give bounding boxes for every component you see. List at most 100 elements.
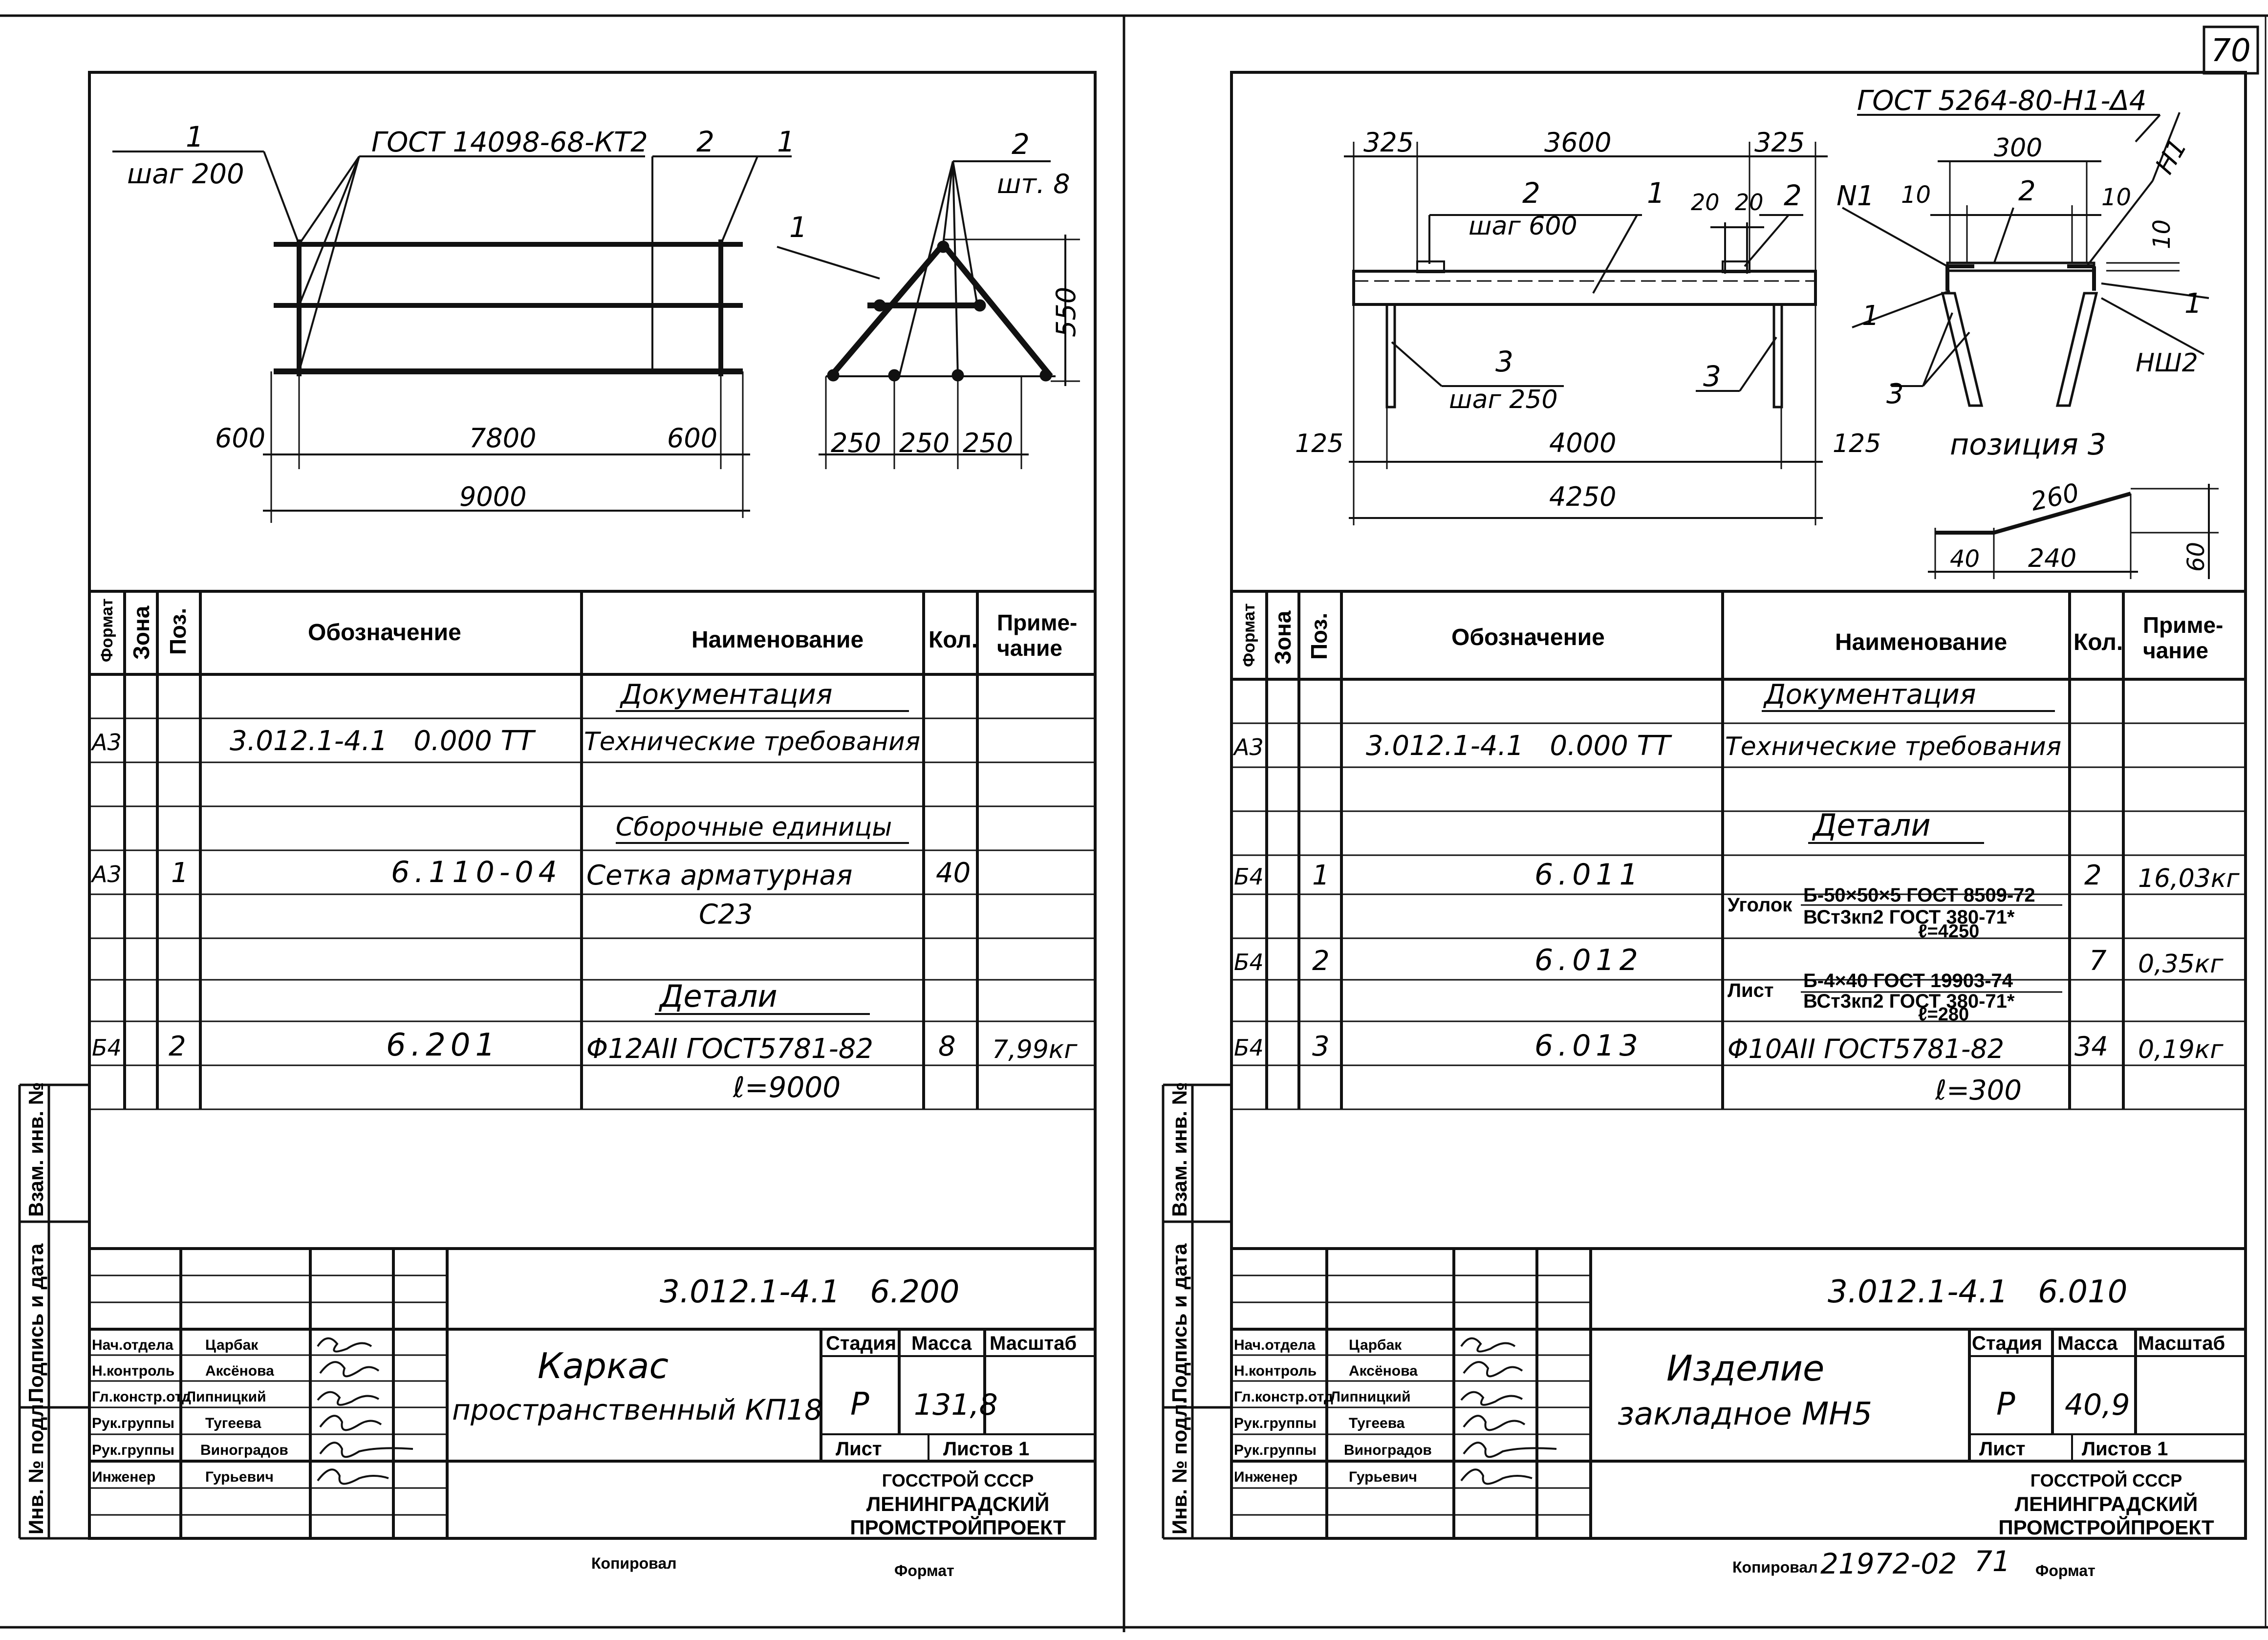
doc-code-right: 3.012.1-4.1 0.000 ТТ bbox=[1366, 730, 1672, 762]
role-0-left: Нач.отдела bbox=[92, 1337, 173, 1353]
r2-name-bottom: ВСт3кп2 ГОСТ 380-71* bbox=[1803, 991, 2015, 1012]
format-right: Формат bbox=[2035, 1562, 2095, 1579]
left-title-block-lines bbox=[89, 1247, 1095, 1538]
unit-name: Сетка арматурная bbox=[586, 860, 852, 891]
dim-300: 300 bbox=[1994, 133, 2042, 163]
stage-value-left: Р bbox=[850, 1386, 869, 1423]
dim-125a: 125 bbox=[1295, 429, 1343, 458]
r2-pos: 2 bbox=[1312, 945, 1330, 977]
role-2-right: Гл.констр.отд bbox=[1234, 1389, 1333, 1405]
pos1-n1-left: 1 bbox=[1862, 300, 1879, 332]
name-4-right: Виноградов bbox=[1344, 1442, 1432, 1458]
mass-value-left: 131,8 bbox=[914, 1388, 998, 1422]
part-name2: ℓ=9000 bbox=[733, 1071, 841, 1104]
dim-325a: 325 bbox=[1363, 127, 1414, 158]
title-code-left: 3.012.1-4.1 6.200 bbox=[660, 1274, 959, 1310]
r1-prefix: Уголок bbox=[1728, 894, 1793, 916]
step600: шаг 600 bbox=[1469, 212, 1577, 241]
scale-label-right: Масштаб bbox=[2138, 1333, 2225, 1354]
sheet-no-right: 71 bbox=[1974, 1545, 2010, 1578]
pos2-label-left: 2 bbox=[696, 125, 714, 158]
dim-40: 40 bbox=[1950, 545, 1980, 573]
mass-label-right: Масса bbox=[2057, 1333, 2118, 1354]
part-code: 6.201 bbox=[386, 1027, 500, 1063]
title-code-right: 3.012.1-4.1 6.010 bbox=[1828, 1274, 2127, 1310]
copied-right: Копировал bbox=[1732, 1558, 1818, 1576]
pos1-label-left: 1 bbox=[186, 120, 204, 153]
pos3-detail-label: позиция 3 bbox=[1950, 428, 2106, 462]
stage-value-right: Р bbox=[1996, 1386, 2015, 1423]
sheets-label-left: Листов 1 bbox=[943, 1438, 1029, 1460]
pos1b-label-left: 1 bbox=[777, 125, 795, 158]
left-elevation-drawing bbox=[112, 151, 792, 523]
section-docs: Документация bbox=[619, 679, 832, 711]
part-pos: 2 bbox=[169, 1031, 186, 1062]
sheet-label-right: Лист bbox=[1979, 1438, 2026, 1460]
dim-125b: 125 bbox=[1833, 429, 1881, 458]
dim-60: 60 bbox=[2182, 542, 2210, 572]
r3-format: Б4 bbox=[1234, 1035, 1264, 1061]
r2-qty: 7 bbox=[2089, 945, 2107, 977]
pos3-n1: 3 bbox=[1886, 378, 1904, 410]
right-elevation-drawing bbox=[1344, 142, 1828, 525]
role-3-left: Рук.группы bbox=[92, 1415, 174, 1431]
right-sheet: Взам. инв. № Подпись и дата Инв. № подл. bbox=[1162, 71, 2247, 1580]
r3-qty: 34 bbox=[2074, 1031, 2108, 1062]
pos1-right: 1 bbox=[1647, 176, 1665, 210]
pos3-right-a: 3 bbox=[1495, 345, 1513, 378]
right-spec-table-lines bbox=[1231, 590, 2246, 1110]
doc-name-right: Технические требования bbox=[1725, 732, 2061, 761]
part-format: Б4 bbox=[92, 1035, 122, 1061]
pos2-right-b: 2 bbox=[1784, 179, 1802, 212]
inv-no-right: 21972-02 bbox=[1820, 1547, 1957, 1580]
dim-250b: 250 bbox=[899, 428, 950, 458]
r1-name-bottom: ВСт3кп2 ГОСТ 380-71* bbox=[1803, 906, 2015, 928]
name-1-left: Аксёнова bbox=[205, 1363, 274, 1379]
dim-600b: 600 bbox=[667, 423, 717, 453]
org2-right: ЛЕНИНГРАДСКИЙ bbox=[2015, 1492, 2198, 1515]
page-number: 70 bbox=[2211, 33, 2250, 69]
sheets-label-right: Листов 1 bbox=[2082, 1438, 2168, 1460]
r1-name-top: Б-50×50×5 ГОСТ 8509-72 bbox=[1803, 885, 2035, 906]
part-note: 7,99кг bbox=[992, 1035, 1078, 1064]
dim-325b: 325 bbox=[1754, 127, 1805, 158]
r2-prefix: Лист bbox=[1728, 980, 1774, 1001]
name-2-right: Липницкий bbox=[1330, 1389, 1411, 1405]
dim-250a: 250 bbox=[831, 428, 881, 458]
org3-right: ПРОМСТРОЙПРОЕКТ bbox=[1998, 1515, 2214, 1539]
dim-550: 550 bbox=[1051, 287, 1081, 337]
title-left-line2: пространственный КП18 bbox=[452, 1393, 822, 1426]
mass-label-left: Масса bbox=[911, 1333, 972, 1354]
n1-label: N1 bbox=[1836, 180, 1875, 212]
side-label-inv: Инв. № подл. bbox=[24, 1398, 47, 1534]
part-name: Φ12АII ГОСТ5781-82 bbox=[586, 1033, 873, 1065]
role-0-right: Нач.отдела bbox=[1234, 1337, 1316, 1353]
dim-600a: 600 bbox=[215, 423, 265, 453]
hdr-zone: Зона bbox=[129, 605, 154, 660]
signatures-left bbox=[317, 1337, 413, 1485]
stage-label-left: Стадия bbox=[826, 1333, 896, 1354]
r3-note: 0,19кг bbox=[2138, 1035, 2224, 1064]
sheet-label-left: Лист bbox=[836, 1438, 882, 1460]
pos3-right-b: 3 bbox=[1703, 360, 1721, 393]
section-n1 bbox=[1842, 112, 2209, 407]
left-sheet: Взам. инв. № Подпись и дата Инв. № подл. bbox=[18, 71, 1097, 1579]
format-left: Формат bbox=[894, 1562, 954, 1579]
section-parts: Детали bbox=[658, 978, 778, 1014]
side-label-inv-right: Инв. № подл. bbox=[1168, 1398, 1191, 1534]
hdr-qty: Кол. bbox=[929, 627, 978, 653]
side-label-vzam: Взам. инв. № bbox=[24, 1082, 47, 1217]
title-right-line2: закладное МН5 bbox=[1618, 1396, 1872, 1432]
name-4-left: Виноградов bbox=[200, 1442, 288, 1458]
hsh2-label: НШ2 bbox=[2136, 348, 2198, 378]
dim-4250: 4250 bbox=[1549, 481, 1616, 512]
hdr-designation: Обозначение bbox=[308, 620, 461, 646]
hdr-designation-right: Обозначение bbox=[1451, 625, 1605, 650]
r2-code: 6.012 bbox=[1534, 943, 1643, 977]
role-5-left: Инженер bbox=[92, 1469, 155, 1485]
step250: шаг 250 bbox=[1449, 385, 1558, 414]
r1-format: Б4 bbox=[1234, 863, 1264, 890]
mass-value-right: 40,9 bbox=[2065, 1388, 2130, 1422]
gost-ref-right: ГОСТ 5264-80-Н1-Δ4 bbox=[1857, 85, 2146, 117]
